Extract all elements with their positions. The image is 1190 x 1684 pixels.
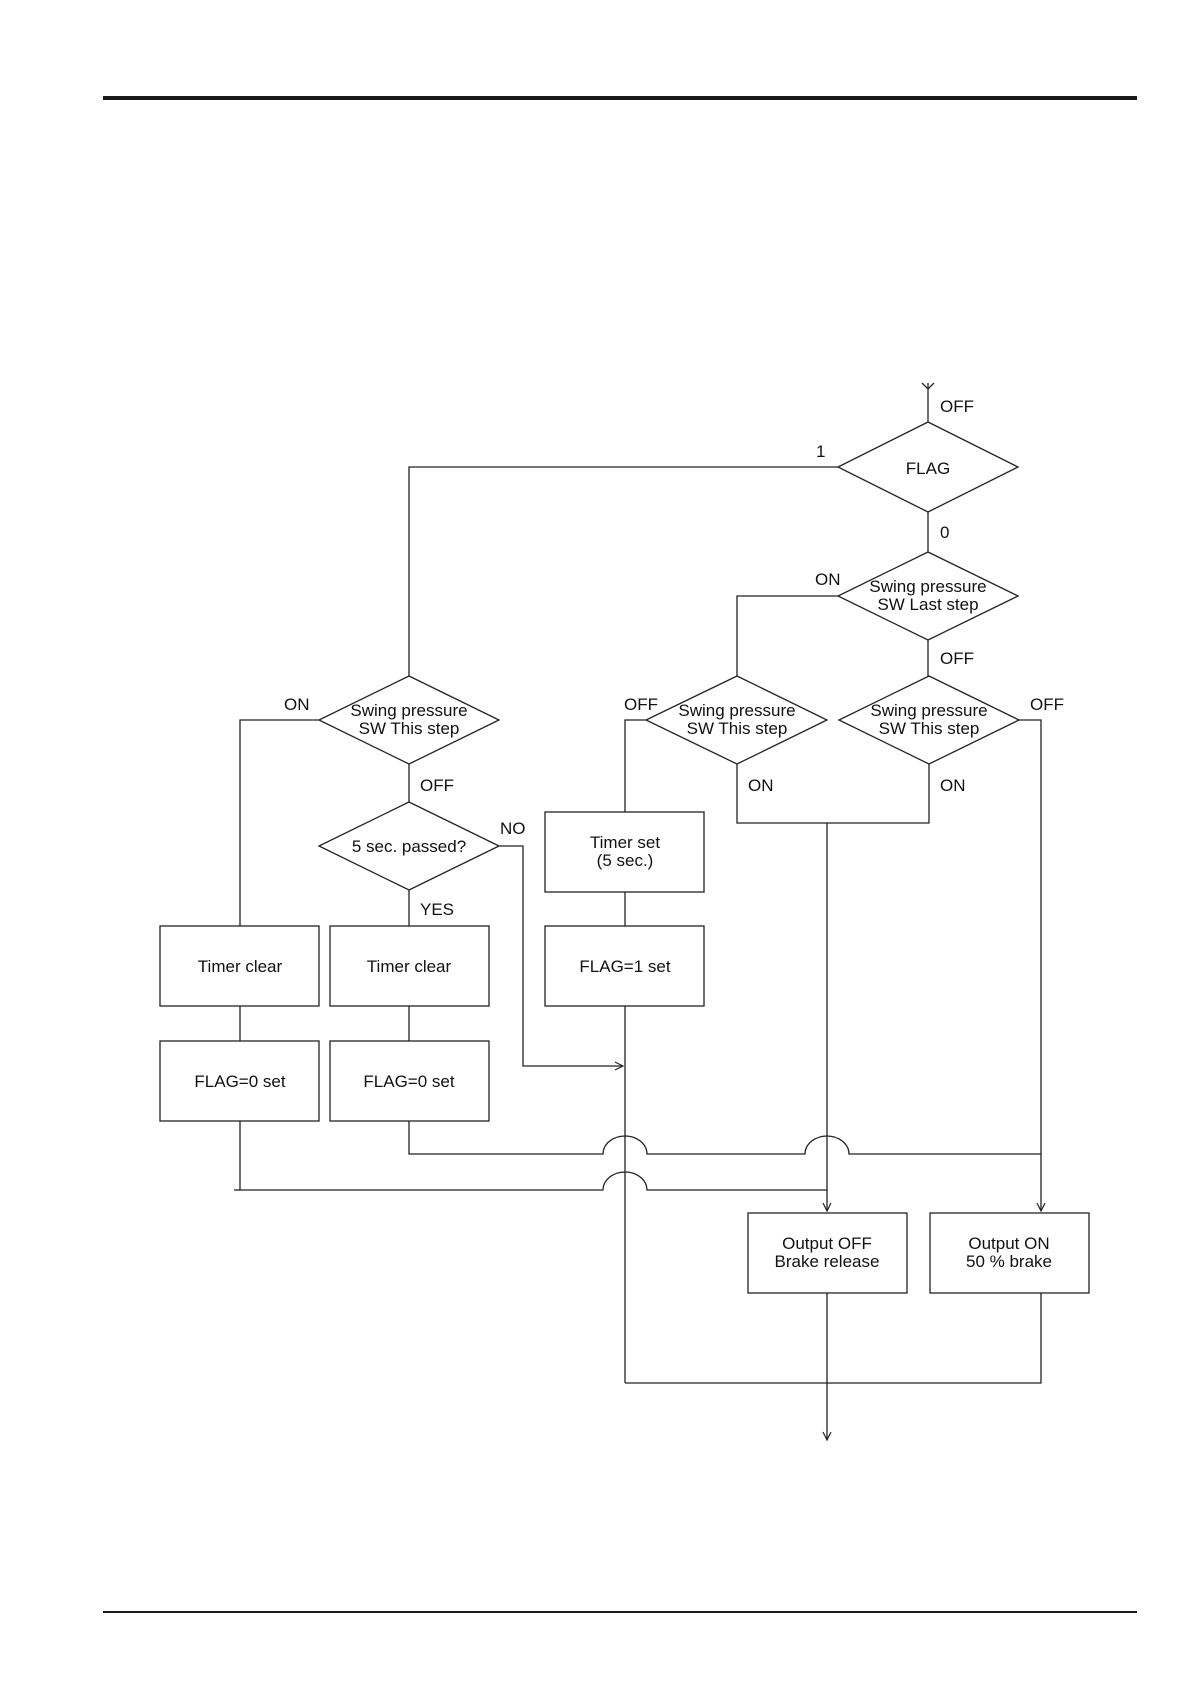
edge-flag0a-return — [240, 1121, 827, 1190]
footer-rule — [103, 1611, 1137, 1613]
decision-flag: FLAG — [838, 422, 1018, 512]
label-right-on: ON — [940, 776, 966, 795]
label-right-off: OFF — [1030, 695, 1064, 714]
label-entry: OFF — [940, 397, 974, 416]
label-last-off: OFF — [940, 649, 974, 668]
label-last-on: ON — [815, 570, 841, 589]
process-flag1-set: FLAG=1 set — [545, 926, 704, 1006]
edge-left-on — [240, 720, 319, 926]
decision-this-step-left: Swing pressure SW This step — [319, 676, 499, 764]
svg-text:Swing pressure: Swing pressure — [678, 701, 795, 720]
label-mid-on: ON — [748, 776, 774, 795]
edge-last-on — [737, 596, 838, 676]
svg-text:50 % brake: 50 % brake — [966, 1252, 1052, 1271]
edge-flag0b-return — [409, 1121, 1041, 1154]
label-left-on: ON — [284, 695, 310, 714]
process-flag0-set-b: FLAG=0 set — [330, 1041, 489, 1121]
label-five-yes: YES — [420, 900, 454, 919]
svg-text:Timer clear: Timer clear — [367, 957, 452, 976]
process-output-on: Output ON 50 % brake — [930, 1213, 1089, 1293]
svg-text:Timer set: Timer set — [590, 833, 660, 852]
svg-text:(5 sec.): (5 sec.) — [597, 851, 654, 870]
decision-five-sec: 5 sec. passed? — [319, 802, 499, 890]
node-text: FLAG — [906, 459, 950, 478]
decision-this-step-right: Swing pressure SW This step — [839, 676, 1019, 764]
svg-text:FLAG=0 set: FLAG=0 set — [194, 1072, 285, 1091]
label-left-off: OFF — [420, 776, 454, 795]
decision-this-step-mid: Swing pressure SW This step — [646, 676, 827, 764]
svg-text:5 sec. passed?: 5 sec. passed? — [352, 837, 466, 856]
process-flag0-set-a: FLAG=0 set — [160, 1041, 319, 1121]
svg-text:Brake release: Brake release — [775, 1252, 880, 1271]
label-flag-1: 1 — [816, 442, 825, 461]
svg-text:FLAG=0 set: FLAG=0 set — [363, 1072, 454, 1091]
svg-text:Output ON: Output ON — [968, 1234, 1049, 1253]
svg-text:Swing pressure: Swing pressure — [869, 577, 986, 596]
svg-text:SW Last step: SW Last step — [877, 595, 978, 614]
svg-text:Swing pressure: Swing pressure — [870, 701, 987, 720]
decision-last-step: Swing pressure SW Last step — [838, 552, 1018, 640]
edge-flag-1 — [409, 467, 838, 676]
svg-text:SW This step: SW This step — [359, 719, 460, 738]
label-mid-off: OFF — [624, 695, 658, 714]
process-output-off: Output OFF Brake release — [748, 1213, 907, 1293]
svg-text:SW This step: SW This step — [879, 719, 980, 738]
label-five-no: NO — [500, 819, 526, 838]
process-timer-clear-b: Timer clear — [330, 926, 489, 1006]
svg-text:Swing pressure: Swing pressure — [350, 701, 467, 720]
svg-text:Timer clear: Timer clear — [198, 957, 283, 976]
connectors — [234, 383, 1041, 1440]
process-timer-set: Timer set (5 sec.) — [545, 812, 704, 892]
edge-mid-off — [625, 720, 646, 812]
label-flag-0: 0 — [940, 523, 949, 542]
process-timer-clear-a: Timer clear — [160, 926, 319, 1006]
edge-right-off — [1019, 720, 1041, 1211]
svg-text:FLAG=1 set: FLAG=1 set — [579, 957, 670, 976]
svg-text:SW This step: SW This step — [687, 719, 788, 738]
svg-text:Output OFF: Output OFF — [782, 1234, 872, 1253]
